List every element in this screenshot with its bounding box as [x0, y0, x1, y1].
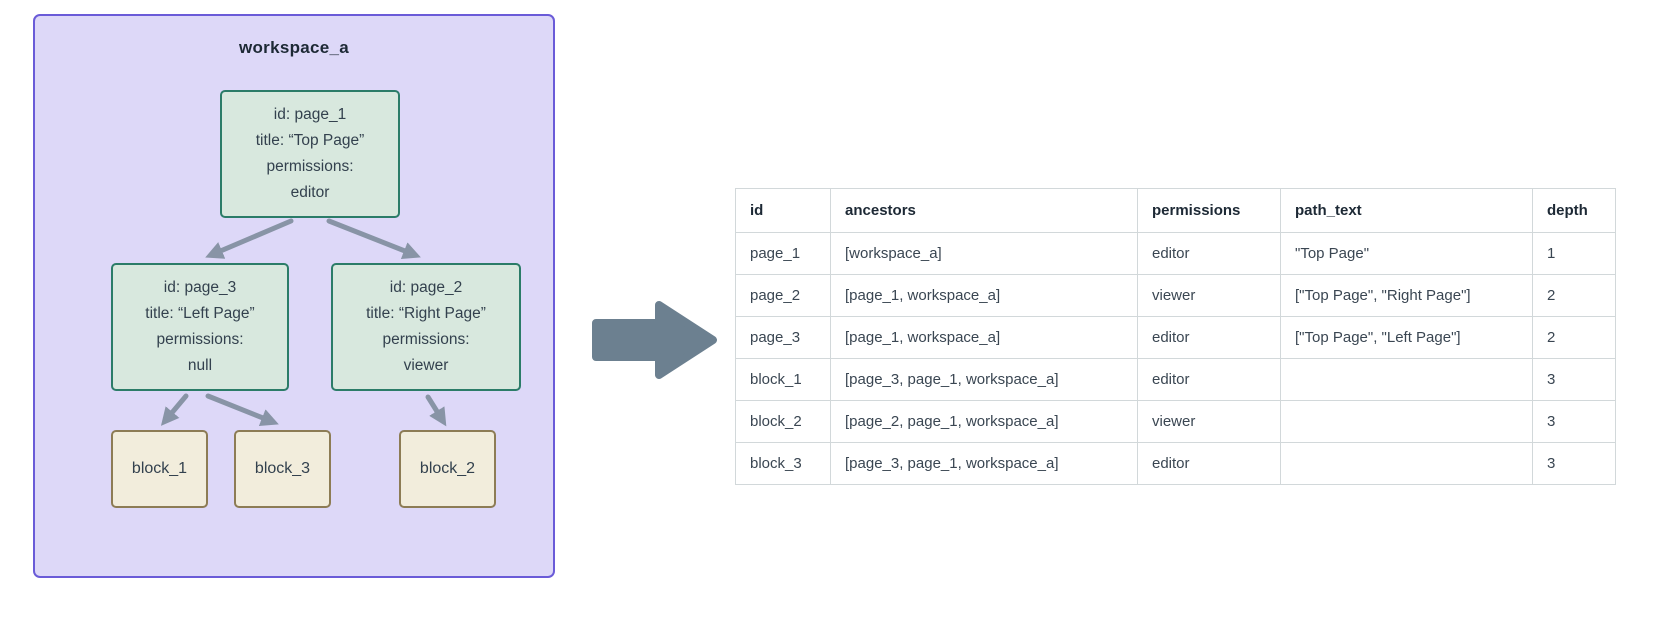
cell-depth: 3: [1532, 358, 1616, 401]
cell-depth: 2: [1532, 274, 1616, 317]
cell-depth: 1: [1532, 232, 1616, 275]
node-page-2-id: id: page_2: [389, 279, 463, 296]
cell-path-text: [1280, 358, 1533, 401]
header-path-text: path_text: [1280, 188, 1533, 233]
table-row: block_3 [page_3, page_1, workspace_a] ed…: [735, 442, 1616, 485]
table-row: block_2 [page_2, page_1, workspace_a] vi…: [735, 400, 1616, 443]
cell-permissions: viewer: [1137, 400, 1281, 443]
node-page-3-permissions-value: null: [187, 357, 213, 374]
cell-path-text: [1280, 442, 1533, 485]
node-page-3-permissions-label: permissions:: [156, 331, 244, 348]
header-ancestors: ancestors: [830, 188, 1138, 233]
flow-arrow-icon: [592, 301, 717, 379]
cell-ancestors: [workspace_a]: [830, 232, 1138, 275]
node-page-2-title: title: “Right Page”: [366, 305, 486, 322]
table-row: block_1 [page_3, page_1, workspace_a] ed…: [735, 358, 1616, 401]
cell-permissions: viewer: [1137, 274, 1281, 317]
cell-permissions: editor: [1137, 442, 1281, 485]
node-page-3-id: id: page_3: [163, 279, 237, 296]
table-row: page_3 [page_1, workspace_a] editor ["To…: [735, 316, 1616, 359]
node-block-1: block_1: [111, 430, 208, 508]
node-page-3-title: title: “Left Page”: [145, 305, 255, 322]
cell-ancestors: [page_3, page_1, workspace_a]: [830, 442, 1138, 485]
cell-permissions: editor: [1137, 232, 1281, 275]
node-page-2-permissions-value: viewer: [403, 357, 449, 374]
cell-id: page_1: [735, 232, 831, 275]
arrow-page1-to-page3: [205, 218, 294, 259]
arrow-page3-to-block3: [205, 393, 279, 427]
cell-id: block_3: [735, 442, 831, 485]
node-block-2-label: block_2: [419, 460, 476, 477]
header-id: id: [735, 188, 831, 233]
cell-id: page_3: [735, 316, 831, 359]
arrow-page2-to-block2: [425, 394, 447, 427]
cell-id: block_2: [735, 400, 831, 443]
cell-ancestors: [page_3, page_1, workspace_a]: [830, 358, 1138, 401]
node-page-1-id: id: page_1: [273, 106, 347, 123]
cell-permissions: editor: [1137, 358, 1281, 401]
cell-path-text: [1280, 400, 1533, 443]
node-block-3: block_3: [234, 430, 331, 508]
cell-id: page_2: [735, 274, 831, 317]
header-permissions: permissions: [1137, 188, 1281, 233]
cell-id: block_1: [735, 358, 831, 401]
node-block-3-label: block_3: [254, 460, 311, 477]
cell-permissions: editor: [1137, 316, 1281, 359]
arrow-page1-to-page2: [326, 218, 421, 260]
header-depth: depth: [1532, 188, 1616, 233]
node-page-1-title: title: “Top Page”: [255, 132, 365, 149]
workspace-container: workspace_a id: page_1 title: “Top Page”…: [33, 14, 555, 578]
node-page-1-permissions-value: editor: [290, 184, 330, 201]
node-page-1: id: page_1 title: “Top Page” permissions…: [220, 90, 400, 218]
cell-depth: 2: [1532, 316, 1616, 359]
node-page-2: id: page_2 title: “Right Page” permissio…: [331, 263, 521, 391]
cell-ancestors: [page_2, page_1, workspace_a]: [830, 400, 1138, 443]
cell-path-text: ["Top Page", "Right Page"]: [1280, 274, 1533, 317]
node-page-1-permissions-label: permissions:: [266, 158, 354, 175]
table-row: page_1 [workspace_a] editor "Top Page" 1: [735, 232, 1616, 275]
tree-arrows: [160, 218, 447, 427]
table-row: page_2 [page_1, workspace_a] viewer ["To…: [735, 274, 1616, 317]
node-page-3: id: page_3 title: “Left Page” permission…: [111, 263, 289, 391]
table-header-row: id ancestors permissions path_text depth: [735, 188, 1616, 233]
node-block-1-label: block_1: [131, 460, 188, 477]
cell-ancestors: [page_1, workspace_a]: [830, 274, 1138, 317]
cell-ancestors: [page_1, workspace_a]: [830, 316, 1138, 359]
arrow-page3-to-block1: [160, 393, 189, 426]
workspace-title: workspace_a: [238, 38, 350, 57]
cell-depth: 3: [1532, 442, 1616, 485]
node-block-2: block_2: [399, 430, 496, 508]
permissions-table: id ancestors permissions path_text depth…: [735, 188, 1616, 485]
cell-path-text: ["Top Page", "Left Page"]: [1280, 316, 1533, 359]
node-page-2-permissions-label: permissions:: [382, 331, 470, 348]
cell-depth: 3: [1532, 400, 1616, 443]
cell-path-text: "Top Page": [1280, 232, 1533, 275]
